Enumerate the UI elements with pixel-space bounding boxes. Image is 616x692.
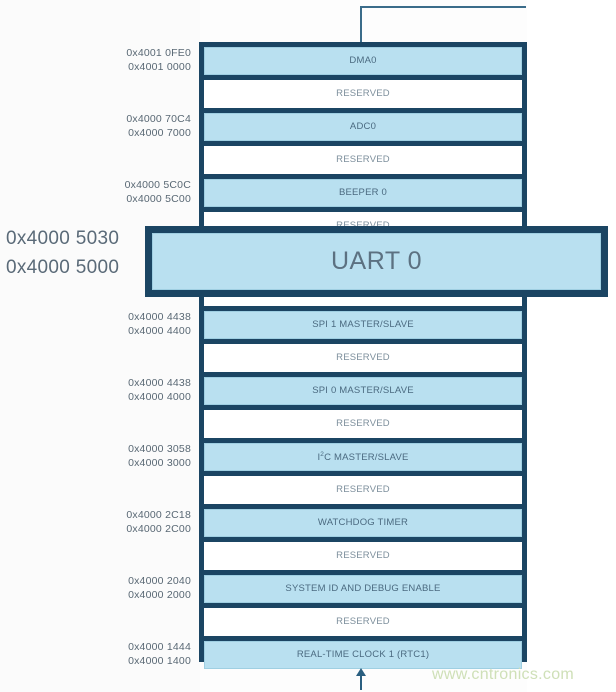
memory-region-row[interactable]: DMA0 [204,47,522,75]
memory-region-label: WATCHDOG TIMER [317,517,409,529]
memory-region-label: REAL-TIME CLOCK 1 (RTC1) [296,649,430,661]
reserved-row[interactable]: RESERVED [204,410,522,438]
memory-region-label: RESERVED [336,550,390,562]
memory-region-label: SYSTEM ID AND DEBUG ENABLE [285,583,441,595]
memory-region-row[interactable]: WATCHDOG TIMER [204,509,522,537]
memory-region-row[interactable]: BEEPER 0 [204,179,522,207]
memory-region-row[interactable]: SPI 0 MASTER/SLAVE [204,377,522,405]
memory-region-label: RESERVED [336,221,390,231]
memory-region-row[interactable]: SPI 1 MASTER/SLAVE [204,311,522,339]
connector-line-vertical-top [360,6,362,44]
memory-region-label: SPI 1 MASTER/SLAVE [312,319,414,331]
connector-line-horizontal-top [360,6,526,8]
background-right-panel [527,0,616,692]
uart0-callout-inner: UART 0 [152,233,601,290]
memory-region-row[interactable]: REAL-TIME CLOCK 1 (RTC1) [204,641,522,669]
memory-region-row[interactable]: I2C MASTER/SLAVE [204,443,522,471]
memory-region-row[interactable]: SYSTEM ID AND DEBUG ENABLE [204,575,522,603]
callout-address-low: 0x4000 5000 [6,257,120,278]
reserved-row[interactable]: RESERVED [204,608,522,636]
memory-region-label: ADC0 [349,121,377,133]
memory-region-row[interactable]: ADC0 [204,113,522,141]
memory-region-label: RESERVED [336,616,390,628]
memory-region-label: RESERVED [336,352,390,364]
memory-region-label: RESERVED [336,154,390,166]
up-arrow-icon [355,668,367,690]
arrow-shaft [360,673,362,690]
reserved-row[interactable]: RESERVED [204,476,522,504]
memory-region-label: RESERVED [336,418,390,430]
reserved-row[interactable]: RESERVED [204,542,522,570]
uart0-callout-label: UART 0 [330,247,422,275]
watermark-text: www.cntronics.com [432,666,575,683]
reserved-row[interactable]: RESERVED [204,344,522,372]
memory-region-label: RESERVED [336,88,390,100]
callout-address-high: 0x4000 5030 [6,228,120,249]
memory-region-label: SPI 0 MASTER/SLAVE [312,385,414,397]
memory-region-label: RESERVED [336,484,390,496]
memory-region-label: I2C MASTER/SLAVE [317,450,409,463]
uart0-callout-block[interactable]: UART 0 [145,226,608,297]
background-left-panel [0,0,200,692]
memory-region-label: BEEPER 0 [338,187,388,199]
callout-address-labels: 0x4000 5030 0x4000 5000 [6,224,140,282]
memory-region-label: DMA0 [349,55,377,67]
arrow-head [356,668,366,676]
reserved-row[interactable]: RESERVED [204,80,522,108]
reserved-row[interactable]: RESERVED [204,146,522,174]
